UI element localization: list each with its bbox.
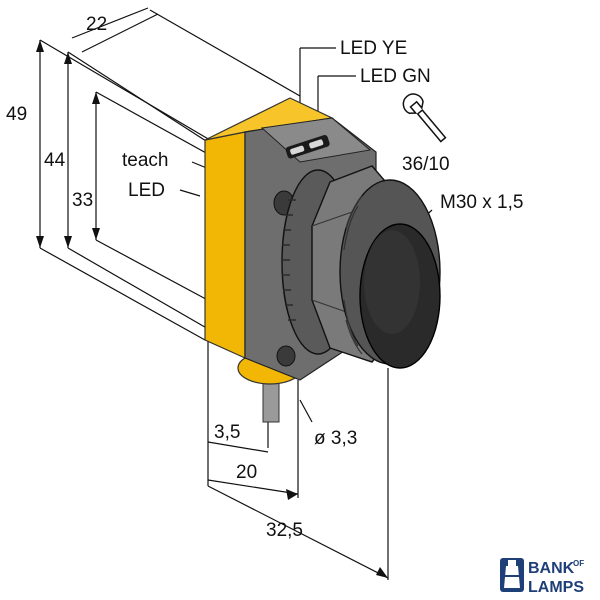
- label-thread: M30 x 1,5: [440, 192, 523, 213]
- sensor-body: [204, 97, 441, 423]
- led-window: [285, 135, 330, 159]
- label-led-ye: LED YE: [340, 38, 407, 59]
- watermark-line1: BANK: [528, 560, 575, 577]
- watermark-logo: BANK OF LAMPS: [500, 558, 584, 596]
- dim-cable-dia: ø 3,3: [314, 428, 357, 449]
- dim-width-top: 22: [86, 14, 107, 35]
- dim-height-lens: 33: [72, 190, 93, 211]
- wrench-icon: [402, 93, 447, 143]
- dim-depth-total: 32,5: [266, 520, 303, 541]
- watermark-line2: LAMPS: [528, 579, 584, 596]
- mounting-screw: [276, 345, 296, 367]
- housing-yellow-side: [204, 131, 246, 359]
- lens-highlight: [364, 230, 420, 334]
- dim-depth-body: 20: [236, 462, 257, 483]
- thread-lines: [343, 195, 363, 355]
- dim-height-body: 44: [44, 150, 66, 171]
- label-teach: teach: [122, 150, 168, 171]
- knurl-marks: [282, 199, 296, 321]
- lighthouse-icon: [500, 558, 524, 592]
- dimension-arrowheads: [36, 40, 388, 578]
- dim-cable-offset: 3,5: [214, 422, 240, 443]
- label-led-gn: LED GN: [360, 66, 431, 87]
- dim-height-total: 49: [6, 104, 27, 125]
- label-wrench-size: 36/10: [402, 154, 450, 175]
- watermark-line1-small: OF: [573, 559, 584, 568]
- label-led: LED: [128, 180, 165, 201]
